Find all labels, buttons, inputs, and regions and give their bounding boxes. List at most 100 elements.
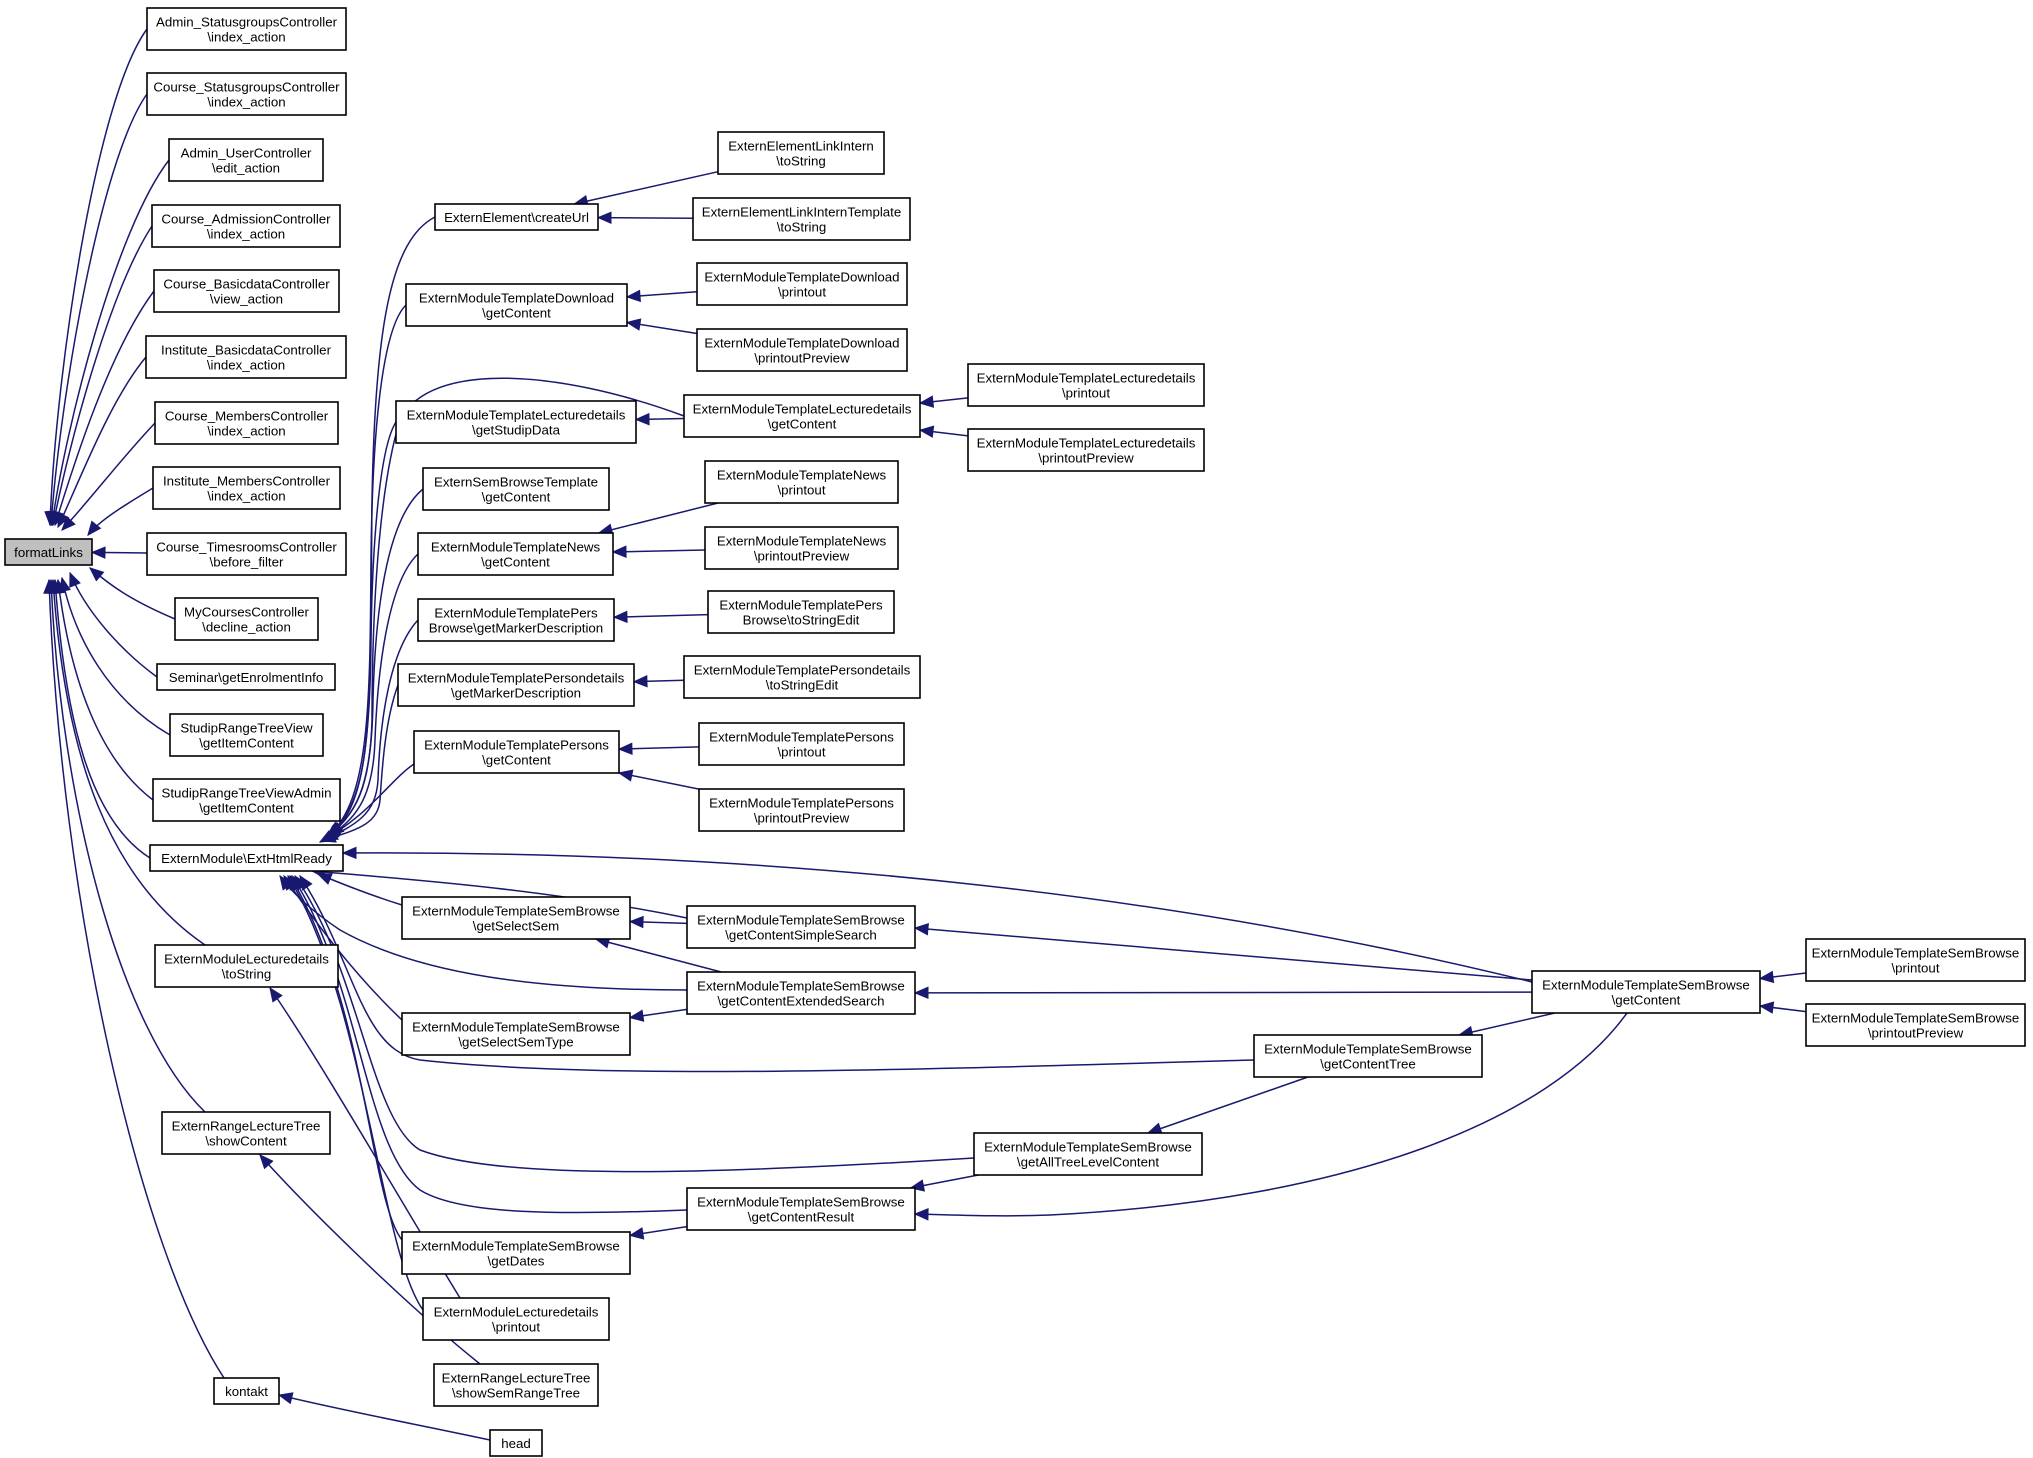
- node-seminar-enrol[interactable]: Seminar\getEnrolmentInfo: [156, 663, 336, 691]
- node-box: [413, 730, 620, 774]
- node-link-intern-tpl[interactable]: ExternElementLinkInternTemplate\toString: [692, 197, 911, 241]
- node-formatLinks[interactable]: formatLinks: [4, 538, 93, 566]
- node-course-basicdata[interactable]: Course_BasicdataController\view_action: [153, 269, 340, 313]
- node-pers-tostring[interactable]: ExternModuleTemplatePersBrowse\toStringE…: [707, 590, 895, 634]
- edge-rangetree_admin-to-formatLinks: [53, 578, 154, 801]
- arrowhead: [57, 512, 70, 529]
- arrowhead: [291, 874, 305, 891]
- node-news-printout[interactable]: ExternModuleTemplateNews\printout: [704, 460, 899, 504]
- node-link-intern[interactable]: ExternElementLinkIntern\toString: [717, 131, 885, 175]
- node-admin-statusgroups[interactable]: Admin_StatusgroupsController\index_actio…: [146, 7, 347, 51]
- node-label-line: ExternModuleTemplateNews: [717, 534, 887, 549]
- node-sb-preview[interactable]: ExternModuleTemplateSemBrowse\printoutPr…: [1805, 1003, 2026, 1047]
- node-label-line: ExternModuleTemplateDownload: [704, 270, 899, 285]
- edge-course_admission-to-formatLinks: [49, 225, 153, 527]
- node-sb-printout[interactable]: ExternModuleTemplateSemBrowse\printout: [1805, 938, 2026, 982]
- node-label-line: ExternModuleTemplateSemBrowse: [697, 1195, 905, 1210]
- node-rangetree-admin[interactable]: StudipRangeTreeViewAdmin\getItemContent: [152, 778, 341, 822]
- node-box: [151, 204, 341, 248]
- node-label-line: ExternModuleTemplateNews: [431, 540, 601, 555]
- node-box: [417, 532, 614, 576]
- node-label-line: \view_action: [210, 292, 283, 307]
- edge-sb_getcontent-to-sb_simple: [913, 922, 1533, 981]
- node-sb-getcontent[interactable]: ExternModuleTemplateSemBrowse\getContent: [1531, 970, 1761, 1014]
- node-label-line: \getAllTreeLevelContent: [1017, 1155, 1159, 1170]
- node-sb-extended[interactable]: ExternModuleTemplateSemBrowse\getContent…: [686, 971, 916, 1015]
- node-label-line: ExternModuleTemplateSemBrowse: [412, 1020, 620, 1035]
- node-sb-getselsemtype[interactable]: ExternModuleTemplateSemBrowse\getSelectS…: [401, 1012, 631, 1056]
- node-box: [696, 328, 908, 372]
- node-sb-alltree[interactable]: ExternModuleTemplateSemBrowse\getAllTree…: [973, 1132, 1203, 1176]
- edge-sb_getcontent-to-sb_tree: [1457, 1012, 1555, 1039]
- node-persdet-tostring[interactable]: ExternModuleTemplatePersondetails\toStri…: [683, 655, 921, 699]
- node-label-line: ExternModuleTemplateSemBrowse: [412, 1239, 620, 1254]
- node-head[interactable]: head: [489, 1429, 543, 1457]
- node-kontakt[interactable]: kontakt: [213, 1377, 280, 1405]
- node-label-line: ExternModuleTemplateSemBrowse: [697, 913, 905, 928]
- node-lect-tostring[interactable]: ExternModuleLecturedetails\toString: [154, 944, 339, 988]
- node-sembrowse-tpl[interactable]: ExternSemBrowseTemplate\getContent: [422, 467, 610, 511]
- node-sb-tree[interactable]: ExternModuleTemplateSemBrowse\getContent…: [1253, 1034, 1483, 1078]
- edge-sb_preview-to-sb_getcontent: [1758, 1001, 1807, 1014]
- node-download-preview[interactable]: ExternModuleTemplateDownload\printoutPre…: [696, 328, 908, 372]
- node-box: [698, 722, 905, 766]
- node-lect-tpl-printout[interactable]: ExternModuleTemplateLecturedetails\print…: [967, 363, 1205, 407]
- node-sb-result[interactable]: ExternModuleTemplateSemBrowse\getContent…: [686, 1187, 916, 1231]
- node-label-line: \printout: [777, 483, 825, 498]
- edge-line: [914, 991, 1533, 994]
- edge-course_timesrooms-to-formatLinks: [90, 546, 148, 559]
- node-sb-getselsem[interactable]: ExternModuleTemplateSemBrowse\getSelectS…: [401, 896, 631, 940]
- node-label-line: ExternModuleTemplateNews: [717, 468, 887, 483]
- node-label-line: \index_action: [207, 30, 285, 45]
- node-box: [683, 655, 921, 699]
- edge-seminar_enrol-to-formatLinks: [69, 571, 158, 678]
- arrowhead: [913, 922, 929, 936]
- edge-sb_simple-to-sb_getselsem: [628, 915, 688, 929]
- edge-sb_getselsem-to-exthtml: [316, 873, 403, 906]
- node-range-showsem[interactable]: ExternRangeLectureTree\showSemRangeTree: [433, 1363, 599, 1407]
- node-course-timesrooms[interactable]: Course_TimesroomsController\before_filte…: [146, 532, 347, 576]
- node-sb-getdates[interactable]: ExternModuleTemplateSemBrowse\getDates: [401, 1231, 631, 1275]
- node-label-line: Institute_MembersController: [163, 474, 331, 489]
- node-label-line: \edit_action: [212, 161, 280, 176]
- node-pers-marker[interactable]: ExternModuleTemplatePersBrowse\getMarker…: [417, 598, 615, 642]
- node-sb-simple[interactable]: ExternModuleTemplateSemBrowse\getContent…: [686, 905, 916, 949]
- node-news-get[interactable]: ExternModuleTemplateNews\getContent: [417, 532, 614, 576]
- node-range-show[interactable]: ExternRangeLectureTree\showContent: [161, 1111, 331, 1155]
- node-mycourses[interactable]: MyCoursesController\decline_action: [174, 597, 319, 641]
- node-box: [146, 7, 347, 51]
- node-persdet-marker[interactable]: ExternModuleTemplatePersondetails\getMar…: [397, 663, 635, 707]
- node-news-preview[interactable]: ExternModuleTemplateNews\printoutPreview: [704, 526, 899, 570]
- node-label-line: ExternModuleLecturedetails: [164, 952, 329, 967]
- node-persons-preview[interactable]: ExternModuleTemplatePersons\printoutPrev…: [698, 788, 905, 832]
- node-createurl[interactable]: ExternElement\createUrl: [434, 203, 599, 231]
- node-download-printout[interactable]: ExternModuleTemplateDownload\printout: [696, 262, 908, 306]
- node-institute-basicdata[interactable]: Institute_BasicdataController\index_acti…: [145, 335, 347, 379]
- edge-line: [278, 1394, 491, 1441]
- arrowhead: [341, 846, 357, 860]
- edge-line: [328, 304, 407, 836]
- edge-lect_getcontent-to-exthtml: [325, 377, 685, 838]
- node-course-statusgroups[interactable]: Course_StatusgroupsController\index_acti…: [146, 72, 347, 116]
- node-download-get[interactable]: ExternModuleTemplateDownload\getContent: [405, 283, 628, 327]
- node-rangetree[interactable]: StudipRangeTreeView\getItemContent: [169, 713, 324, 757]
- node-label-line: ExternModuleTemplateLecturedetails: [977, 436, 1196, 451]
- node-box: [1531, 970, 1761, 1014]
- arrowhead: [612, 610, 628, 624]
- node-label-line: Browse\toStringEdit: [743, 613, 860, 628]
- node-course-admission[interactable]: Course_AdmissionController\index_action: [151, 204, 341, 248]
- node-label-line: \showSemRangeTree: [452, 1386, 580, 1401]
- node-lect-tpl-preview[interactable]: ExternModuleTemplateLecturedetails\print…: [967, 428, 1205, 472]
- node-persons-printout[interactable]: ExternModuleTemplatePersons\printout: [698, 722, 905, 766]
- node-persons-get[interactable]: ExternModuleTemplatePersons\getContent: [413, 730, 620, 774]
- node-course-members[interactable]: Course_MembersController\index_action: [154, 401, 339, 445]
- node-lect-getstudip[interactable]: ExternModuleTemplateLecturedetails\getSt…: [395, 400, 637, 444]
- node-label-line: Institute_BasicdataController: [161, 343, 332, 358]
- node-lect-getcontent[interactable]: ExternModuleTemplateLecturedetails\getCo…: [683, 394, 921, 438]
- edge-lect_getcontent-to-lect_getstudip: [634, 412, 685, 426]
- edge-line: [618, 772, 700, 790]
- node-institute-members[interactable]: Institute_MembersController\index_action: [152, 466, 341, 510]
- node-lect-printout[interactable]: ExternModuleLecturedetails\printout: [422, 1297, 610, 1341]
- node-admin-user[interactable]: Admin_UserController\edit_action: [168, 138, 324, 182]
- node-exthtml[interactable]: ExternModule\ExtHtmlReady: [149, 844, 344, 872]
